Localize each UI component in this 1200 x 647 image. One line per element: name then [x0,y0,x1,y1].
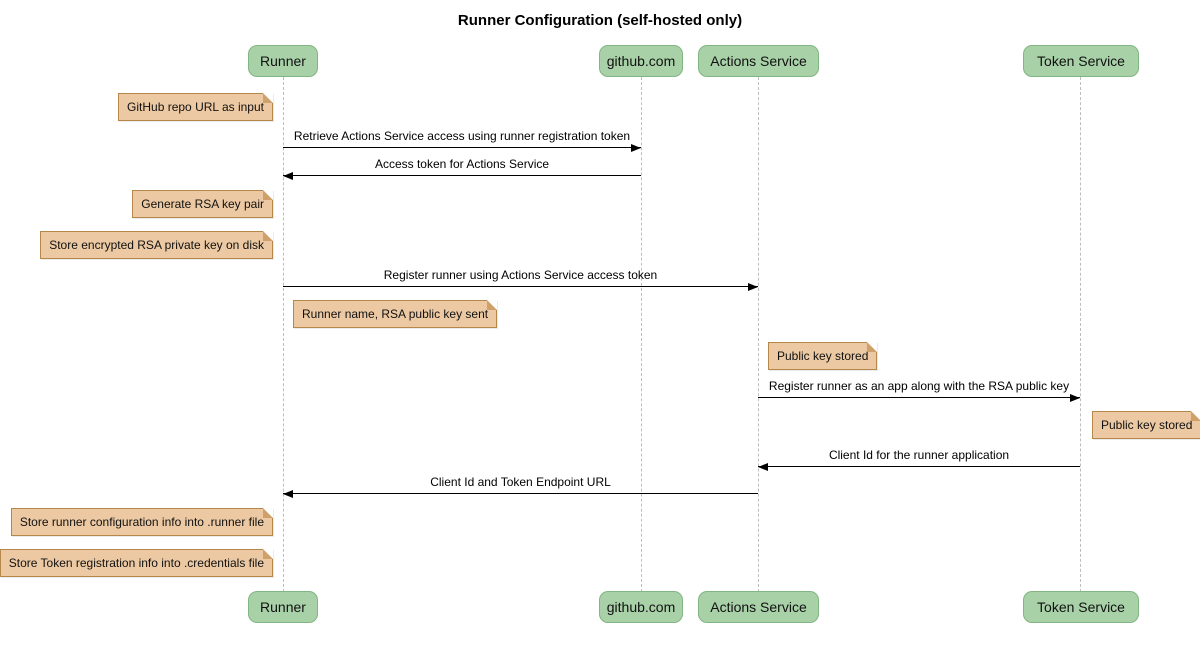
message-line [283,175,641,176]
note-text: Generate RSA key pair [141,197,264,211]
arrowhead-left-icon [283,172,293,180]
message-client-id-returned: Client Id for the runner application [758,448,1080,471]
actor-bottom-token-service: Token Service [1023,591,1139,623]
note-fold-icon [263,231,273,241]
note-generate-rsa-key: Generate RSA key pair [132,190,273,218]
note-fold-icon [263,93,273,103]
note-github-repo-url: GitHub repo URL as input [118,93,273,121]
actor-bottom-actions-service: Actions Service [698,591,819,623]
actor-bottom-runner: Runner [248,591,318,623]
message-label: Register runner using Actions Service ac… [383,268,658,282]
arrowhead-left-icon [283,490,293,498]
lifeline-runner [283,77,284,592]
arrowhead-right-icon [631,144,641,152]
message-line [758,397,1080,398]
note-fold-icon [487,300,498,310]
message-label: Access token for Actions Service [374,157,550,171]
note-runner-name-public-key: Runner name, RSA public key sent [293,300,498,328]
message-access-token-returned: Access token for Actions Service [283,157,641,180]
note-store-credentials-file: Store Token registration info into .cred… [0,549,273,577]
actor-top-runner: Runner [248,45,318,77]
message-line [283,493,758,494]
lifeline-actions-service [758,77,759,592]
actor-top-github-com: github.com [599,45,683,77]
note-text: Store encrypted RSA private key on disk [49,238,264,252]
note-fold-icon [263,190,273,200]
arrowhead-left-icon [758,463,768,471]
note-text: Public key stored [1101,418,1193,432]
message-label: Client Id and Token Endpoint URL [430,475,611,489]
actor-top-actions-service: Actions Service [698,45,819,77]
arrowhead-right-icon [748,283,758,291]
diagram-title: Runner Configuration (self-hosted only) [457,12,743,29]
lifeline-token-service [1080,77,1081,592]
note-text: Store Token registration info into .cred… [8,556,264,570]
note-fold-icon [867,342,878,352]
note-public-key-stored-actions: Public key stored [768,342,878,370]
message-label: Register runner as an app along with the… [768,379,1070,393]
note-public-key-stored-token: Public key stored [1092,411,1200,439]
note-store-private-key: Store encrypted RSA private key on disk [40,231,273,259]
note-text: Runner name, RSA public key sent [302,307,489,321]
note-fold-icon [1191,411,1200,421]
message-register-runner-app: Register runner as an app along with the… [758,379,1080,402]
note-text: GitHub repo URL as input [127,100,264,114]
lifeline-github-com [641,77,642,592]
arrowhead-right-icon [1070,394,1080,402]
message-line [283,286,758,287]
message-label: Client Id for the runner application [828,448,1010,462]
message-line [283,147,641,148]
actor-top-token-service: Token Service [1023,45,1139,77]
note-text: Public key stored [777,349,869,363]
message-label: Retrieve Actions Service access using ru… [293,129,631,143]
actor-bottom-github-com: github.com [599,591,683,623]
note-text: Store runner configuration info into .ru… [19,515,264,529]
message-client-id-endpoint: Client Id and Token Endpoint URL [283,475,758,498]
note-store-runner-file: Store runner configuration info into .ru… [10,508,273,536]
message-retrieve-actions-access: Retrieve Actions Service access using ru… [283,129,641,152]
message-line [758,466,1080,467]
note-fold-icon [263,508,273,518]
message-register-runner: Register runner using Actions Service ac… [283,268,758,291]
note-fold-icon [263,549,273,559]
